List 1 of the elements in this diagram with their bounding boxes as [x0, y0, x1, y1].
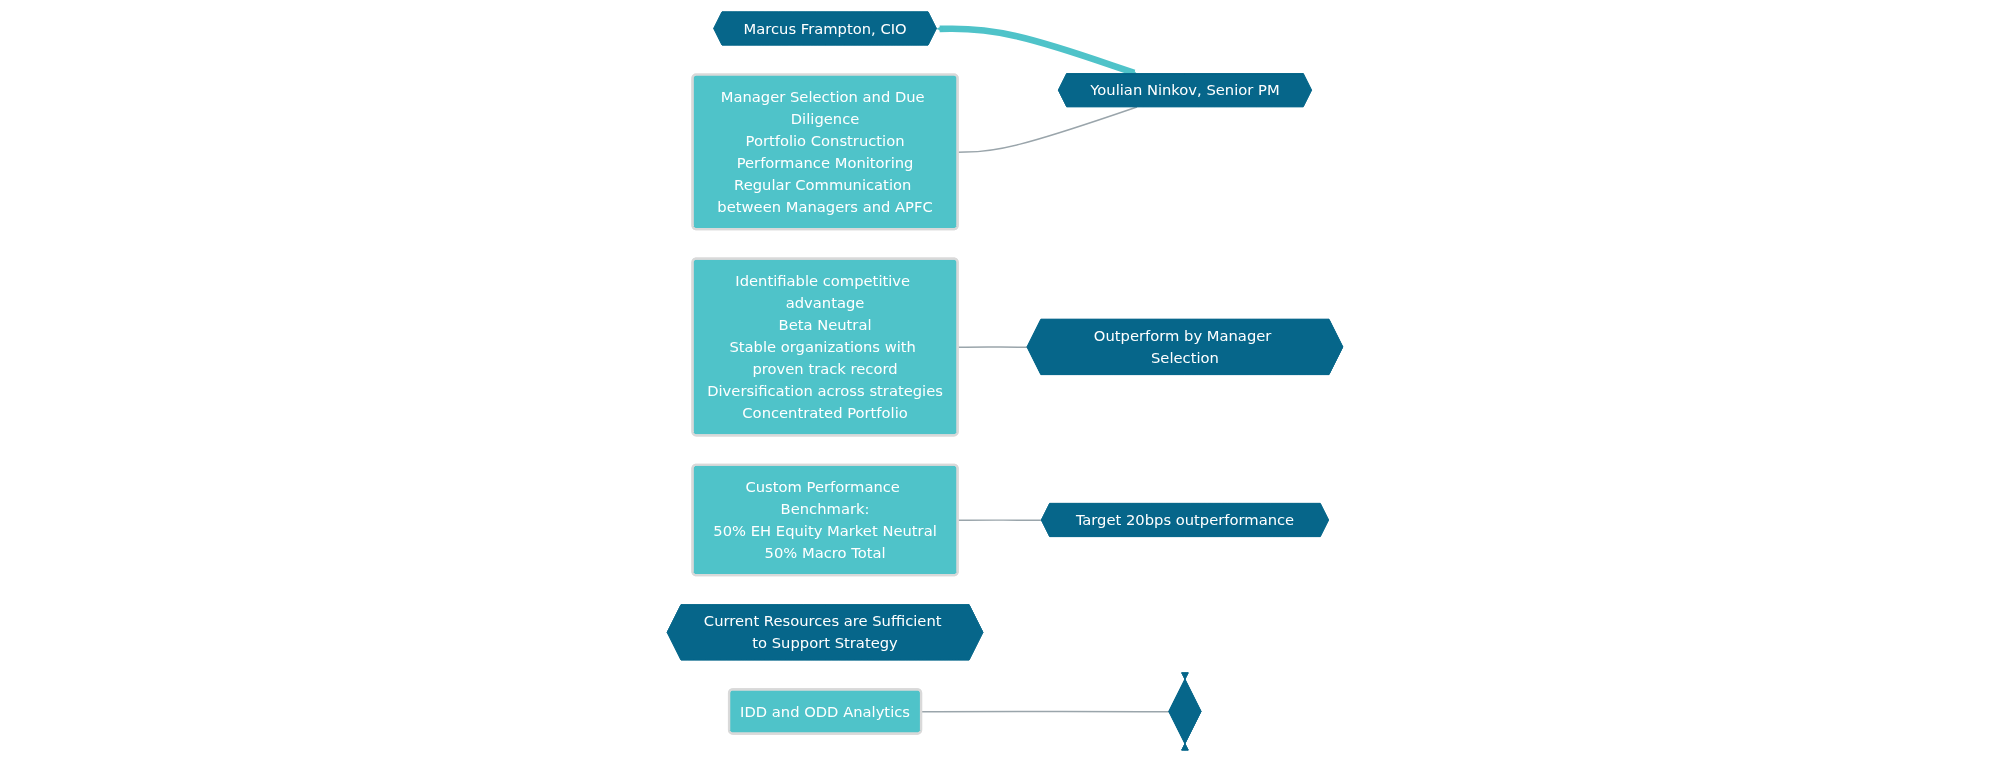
connector: [920, 710, 1170, 713]
